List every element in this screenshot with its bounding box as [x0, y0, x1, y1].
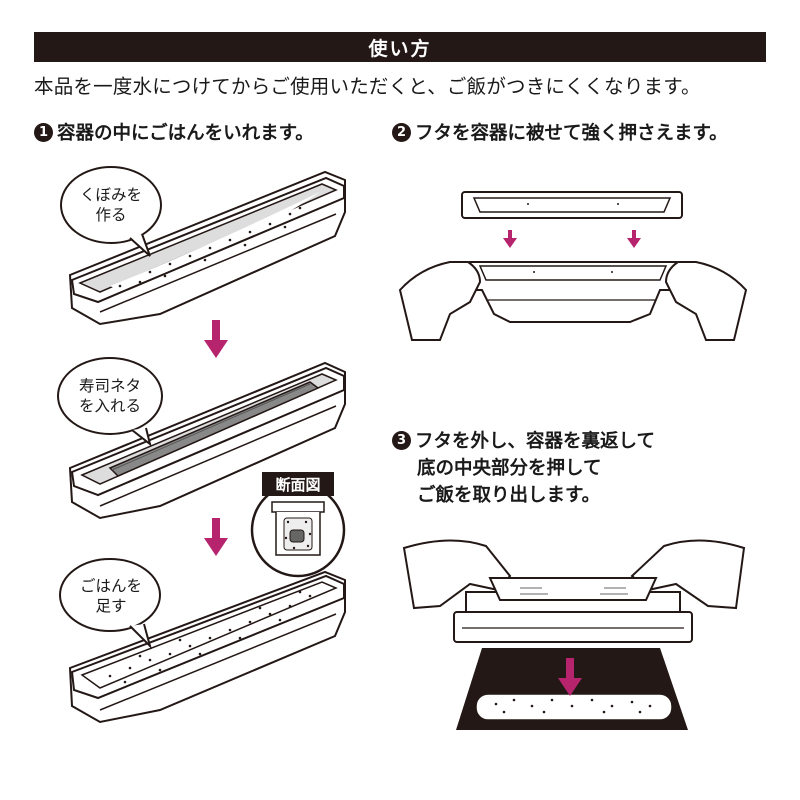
- mold-illustration-neta: [68, 361, 346, 520]
- lid-illustration: [461, 191, 683, 219]
- bubble-text-neta: 寿司ネタ を入れる: [78, 377, 141, 415]
- step-1-heading: 1 容器の中にごはんをいれます。: [34, 120, 314, 147]
- mold-illustration-add-rice: [68, 570, 346, 724]
- title-bar: 使い方: [34, 32, 766, 62]
- step-3-number: 3: [392, 431, 411, 450]
- step-2-number: 2: [392, 123, 411, 142]
- inverted-container-illustration: [453, 577, 693, 643]
- container-illustration: [469, 261, 677, 323]
- step-1-number: 1: [34, 123, 53, 142]
- bubble-text-add-rice: ごはんを 足す: [79, 577, 142, 615]
- speech-bubble-3: [59, 558, 161, 650]
- press-arrow-left: [503, 230, 517, 248]
- down-arrow-3: [558, 658, 582, 696]
- hands-step-2: [398, 261, 748, 341]
- down-arrow-2: [204, 518, 228, 556]
- bubble-text-indent: くぼみを 作る: [79, 186, 142, 224]
- step-1-text: 容器の中にごはんをいれます。: [57, 123, 314, 144]
- intro-text: 本品を一度水につけてからご使用いただくと、ご飯がつきにくくなります。: [34, 75, 701, 98]
- down-arrow-1: [204, 320, 228, 358]
- speech-bubble-1: [60, 166, 162, 257]
- cross-section-diagram: [250, 482, 346, 578]
- cross-section-label: 断面図: [262, 472, 334, 496]
- step-3-line-2: 底の中央部分を押して: [417, 458, 602, 479]
- press-arrow-right: [627, 230, 641, 248]
- page-title: 使い方: [368, 37, 432, 60]
- step-2-heading: 2 フタを容器に被せて強く押さえます。: [392, 120, 728, 147]
- hands-step-3: [402, 539, 746, 610]
- speech-bubble-2: [57, 357, 163, 447]
- step-3-heading: 3 フタを外し、容器を裏返して 底の中央部分を押して ご飯を取り出します。: [392, 428, 655, 509]
- step-2-text: フタを容器に被せて強く押さえます。: [415, 123, 728, 144]
- mold-illustration-indent: [68, 170, 346, 326]
- step-3-line-3: ご飯を取り出します。: [417, 485, 601, 506]
- step-3-line-1: フタを外し、容器を裏返して: [415, 431, 655, 452]
